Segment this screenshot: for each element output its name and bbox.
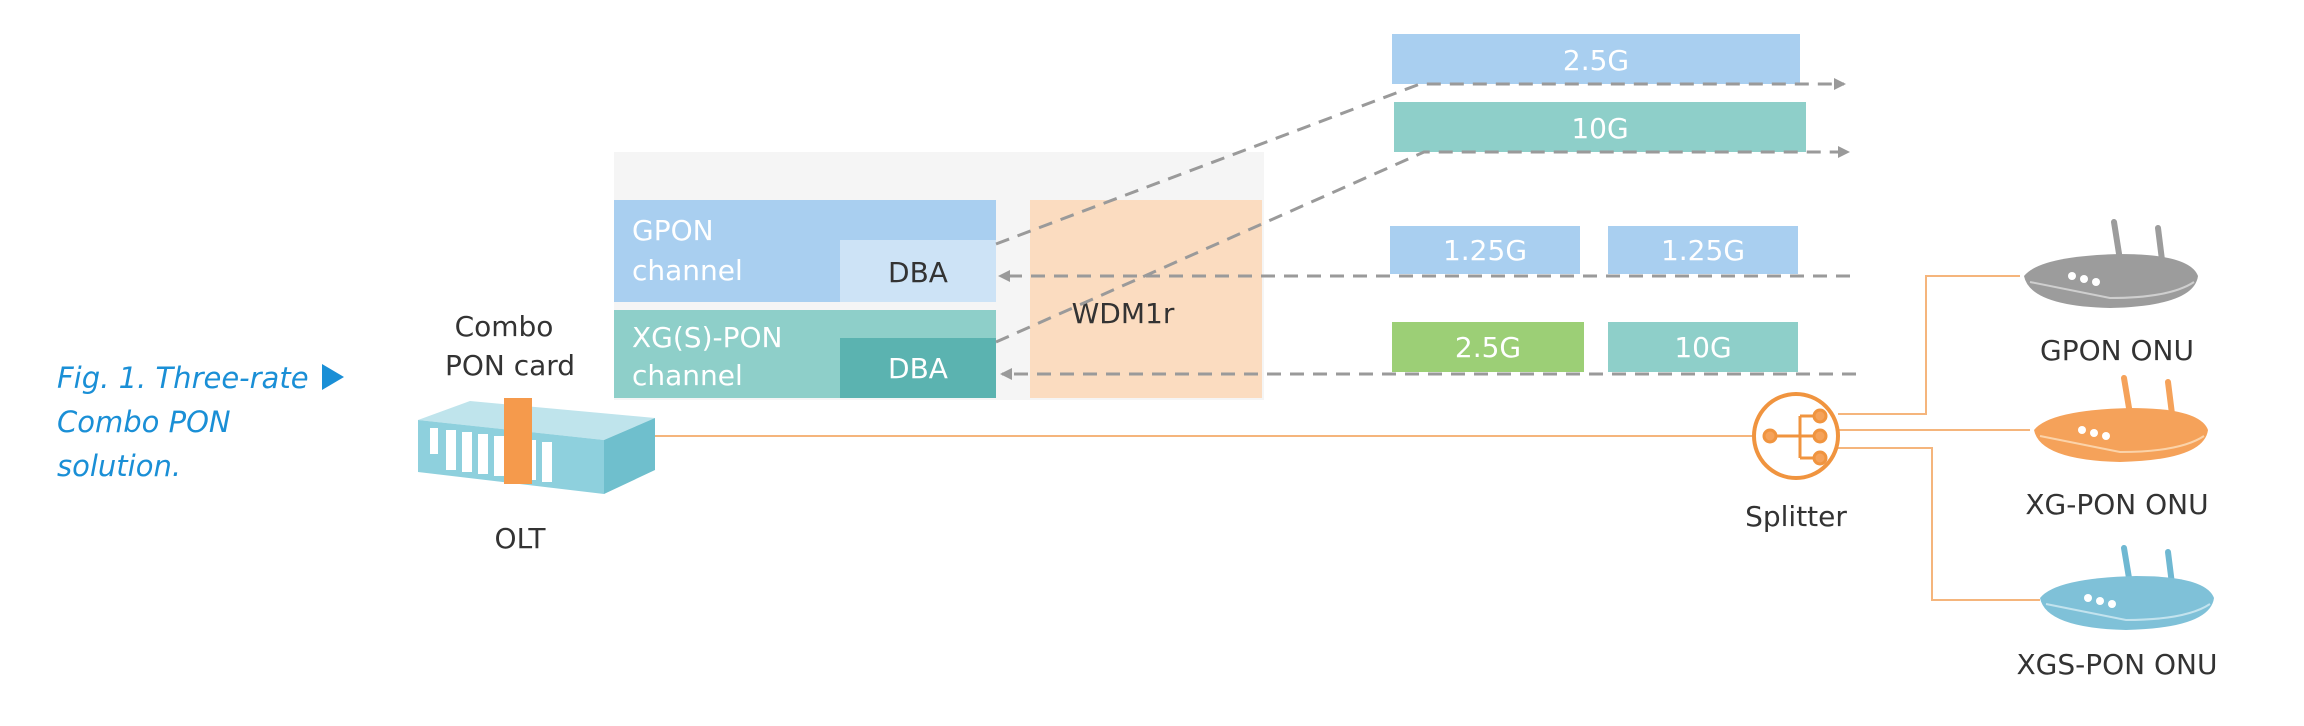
olt-label: OLT	[495, 522, 547, 555]
xgs-channel-label-line-1: XG(S)-PON	[632, 321, 782, 354]
caption-line-3: solution.	[57, 449, 181, 483]
olt-chassis: OLT Combo PON card	[418, 310, 655, 555]
upstream-label-gpon-2: 1.25G	[1661, 234, 1745, 267]
downstream-label-2-5g: 2.5G	[1563, 44, 1629, 77]
drop-fiber-gpon	[1838, 275, 2020, 415]
xgs-router-icon	[2040, 545, 2214, 630]
gpon-onu-label: GPON ONU	[2040, 334, 2194, 367]
fiber-lines	[650, 275, 2040, 601]
flow-arrows	[995, 78, 1856, 380]
onu-gpon: GPON ONU	[2024, 219, 2198, 367]
upstream-rates: 1.25G 1.25G 2.5G 10G	[1390, 226, 1798, 372]
upstream-label-gpon-1: 1.25G	[1443, 234, 1527, 267]
xg-onu-label: XG-PON ONU	[2025, 488, 2208, 521]
figure-caption: Fig. 1. Three-rate Combo PON solution.	[57, 361, 344, 483]
splitter-tree-icon	[1762, 408, 1828, 466]
upstream-bar-xg-10g	[1608, 322, 1798, 372]
gpon-channel-label-line-2: channel	[632, 254, 743, 287]
downstream-arrow-10g	[995, 146, 1850, 344]
downstream-arrow-2-5g	[995, 78, 1846, 246]
xgs-dba-block	[840, 338, 996, 398]
caption-line-1: Fig. 1. Three-rate	[57, 361, 309, 395]
downstream-bar-10g	[1394, 102, 1806, 152]
combo-card-label-line-1: Combo	[455, 310, 554, 343]
downstream-rates: 2.5G 10G	[1392, 34, 1806, 152]
gpon-channel: GPON channel DBA	[614, 200, 996, 302]
upstream-bar-gpon-1	[1390, 226, 1580, 274]
xgs-channel: XG(S)-PON channel DBA	[614, 310, 996, 398]
drop-fiber-xgs	[1838, 447, 2040, 601]
upstream-label-xg-2-5g: 2.5G	[1455, 331, 1521, 364]
combo-pon-card	[504, 398, 532, 484]
gpon-router-icon	[2024, 219, 2198, 308]
splitter-label: Splitter	[1745, 500, 1847, 533]
combo-card-panel: WDM1r GPON channel DBA XG(S)-PON channel…	[614, 152, 1264, 400]
gpon-channel-label-line-1: GPON	[632, 214, 714, 247]
caption-pointer-icon	[322, 364, 344, 390]
caption-line-2: Combo PON	[57, 405, 231, 439]
upstream-label-xg-10g: 10G	[1674, 331, 1731, 364]
xg-router-icon	[2034, 375, 2208, 462]
wdm1r-block	[1030, 200, 1262, 398]
downstream-label-10g: 10G	[1571, 112, 1628, 145]
combo-card-label-line-2: PON card	[445, 349, 575, 382]
splitter: Splitter	[1745, 392, 1847, 533]
upstream-bar-gpon-2	[1608, 226, 1798, 274]
xgs-channel-label-line-2: channel	[632, 359, 743, 392]
onu-xg: XG-PON ONU	[2025, 375, 2209, 521]
olt-side-face	[604, 418, 655, 494]
xgs-dba-label: DBA	[888, 352, 948, 385]
wdm1r-label: WDM1r	[1072, 297, 1175, 330]
gpon-dba-label: DBA	[888, 256, 948, 289]
upstream-bar-xg-2-5g	[1392, 322, 1584, 372]
onu-xgs: XGS-PON ONU	[2016, 545, 2218, 681]
xgs-onu-label: XGS-PON ONU	[2016, 648, 2217, 681]
gpon-dba-block	[840, 240, 996, 302]
downstream-bar-2-5g	[1392, 34, 1800, 84]
olt-top-face	[418, 401, 655, 440]
